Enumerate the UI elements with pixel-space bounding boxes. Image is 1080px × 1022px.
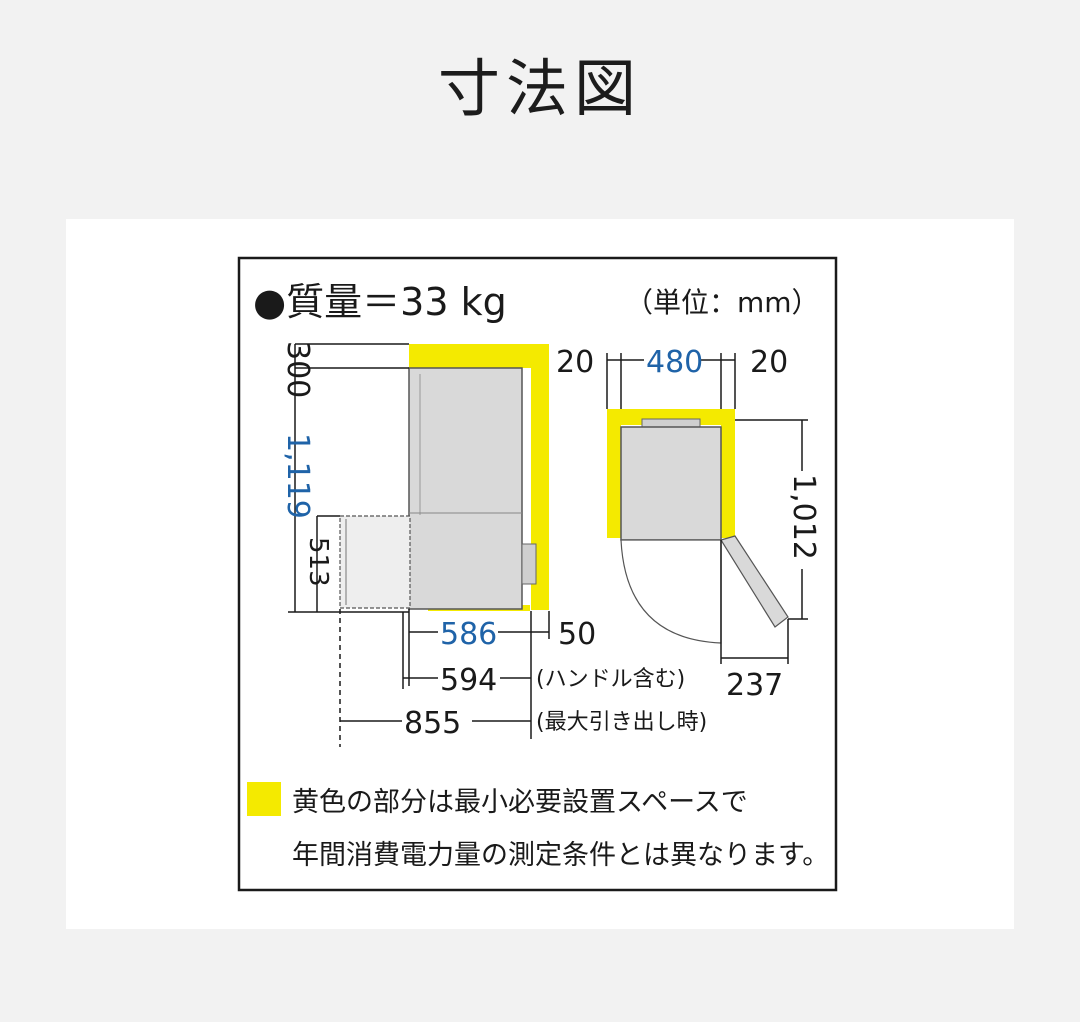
dim-20-right-label: 20 — [750, 345, 788, 380]
dim-300-label: 300 — [280, 341, 315, 398]
dim-50-label: 50 — [558, 617, 596, 652]
dim-855-label: 855 — [404, 706, 461, 741]
side-compressor-cover — [521, 543, 537, 585]
dim-513-label: 513 — [303, 537, 333, 587]
dimension-diagram: ●質量＝33 kg （単位：mm） 300 1,119 — [237, 256, 838, 892]
side-drawer-open — [339, 515, 411, 609]
top-door-open — [720, 535, 789, 628]
side-view: 300 1,119 513 586 50 594 (ハンドル含む) 855 (最… — [280, 341, 707, 747]
diagram-panel: ●質量＝33 kg （単位：mm） 300 1,119 — [66, 219, 1014, 929]
top-clearance — [607, 409, 735, 538]
note-handle-label: (ハンドル含む) — [536, 667, 685, 692]
top-view: 20 480 20 1,012 237 — [556, 345, 821, 703]
dim-237-label: 237 — [726, 668, 783, 703]
legend-line-2: 年間消費電力量の測定条件とは異なります。 — [292, 840, 829, 871]
dim-20-left-label: 20 — [556, 345, 594, 380]
dim-1119-label: 1,119 — [280, 433, 315, 519]
top-fridge-body — [620, 426, 722, 541]
dim-586-label: 586 — [440, 617, 497, 652]
side-fridge-body — [408, 367, 523, 610]
top-rear-cover — [641, 418, 701, 428]
note-drawer-open-label: (最大引き出し時) — [536, 710, 707, 735]
page-title: 寸法図 — [437, 52, 642, 125]
dim-1012-label: 1,012 — [786, 474, 821, 560]
dim-594-label: 594 — [440, 663, 497, 698]
legend-line-1: 黄色の部分は最小必要設置スペースで — [292, 787, 748, 818]
mass-label: ●質量＝33 kg — [253, 280, 507, 324]
unit-label: （単位：mm） — [625, 286, 820, 319]
legend-swatch — [247, 782, 281, 816]
dim-480-label: 480 — [646, 345, 703, 380]
